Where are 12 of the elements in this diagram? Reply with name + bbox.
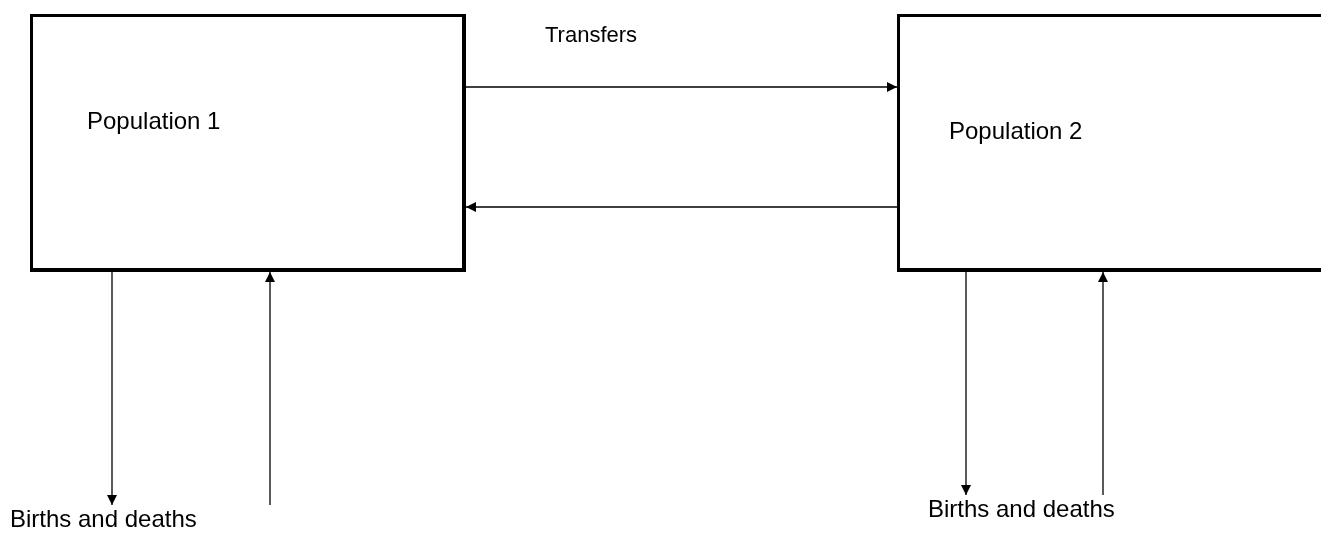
arrow [1098,271,1108,496]
flow-label: Births and deaths [928,495,1115,523]
arrow [265,271,275,506]
arrow [961,271,971,496]
arrow [465,202,898,212]
population-box [897,14,1321,272]
box-label: Population 2 [949,117,1083,145]
arrow [107,271,117,506]
flow-label: Births and deaths [10,505,197,533]
box-label: Population 1 [87,107,221,135]
population-box [30,14,466,272]
arrow [465,82,898,92]
